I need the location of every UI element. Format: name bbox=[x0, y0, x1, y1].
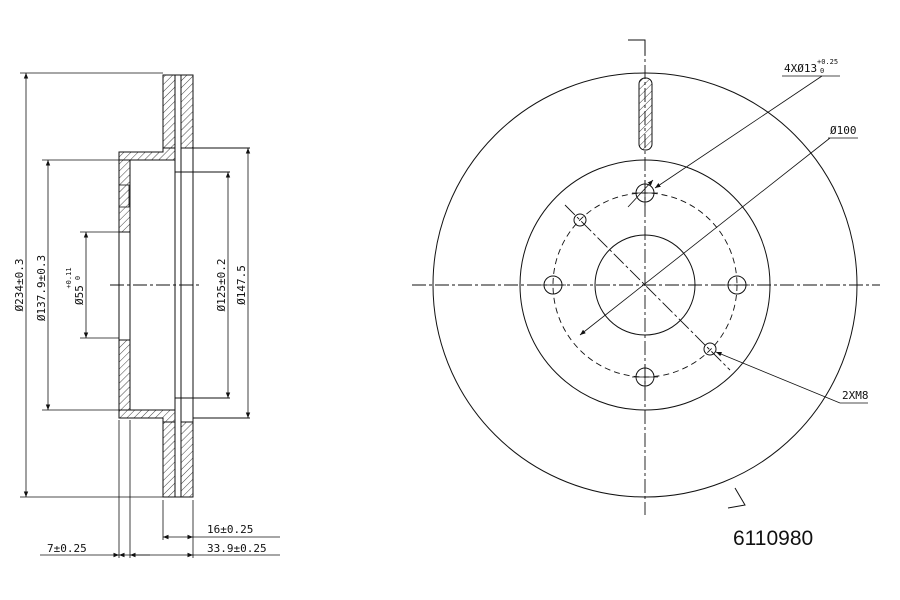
section-lower-ring-outer bbox=[180, 421, 194, 498]
section-hub-wall-upper bbox=[118, 159, 131, 233]
thread-hole-upper-left bbox=[573, 213, 587, 227]
dim-hat-diameter: Ø137.9±0.3 bbox=[35, 255, 48, 321]
section-upper-ring bbox=[162, 74, 176, 149]
cooling-slot bbox=[638, 77, 653, 151]
section-view: Ø234±0.3 Ø137.9±0.3 Ø55 +0.11 0 Ø125±0.2… bbox=[13, 72, 280, 558]
dim-pcd: Ø100 bbox=[830, 124, 857, 137]
thread-hole-lower-right bbox=[703, 342, 717, 356]
dim-center-bore-tol-low: 0 bbox=[74, 276, 82, 280]
dim-center-bore: Ø55 bbox=[73, 285, 86, 305]
dim-outer-diameter: Ø234±0.3 bbox=[13, 259, 26, 312]
section-upper-ring-outer bbox=[180, 74, 194, 149]
dim-bolt-holes: 4XØ13 bbox=[784, 62, 817, 75]
front-view: 4XØ13 +0.25 0 Ø100 2XM8 bbox=[412, 39, 880, 515]
section-hat-upper bbox=[118, 147, 176, 161]
dim-inner-ring: Ø125±0.2 bbox=[215, 259, 228, 312]
dim-bolt-holes-tol-low: 0 bbox=[820, 67, 824, 75]
part-number: 6110980 bbox=[733, 527, 813, 550]
dim-threads: 2XM8 bbox=[842, 389, 869, 402]
dim-hub-thickness: 7±0.25 bbox=[47, 542, 87, 555]
dim-thickness: 16±0.25 bbox=[207, 523, 253, 536]
dim-center-bore-tol: +0.11 bbox=[65, 267, 73, 288]
section-hat-lower bbox=[118, 409, 176, 423]
dim-bolt-holes-tol: +0.25 bbox=[817, 58, 838, 66]
dim-hat-outer: Ø147.5 bbox=[235, 265, 248, 305]
dim-total-height: 33.9±0.25 bbox=[207, 542, 267, 555]
section-hub-wall-lower bbox=[118, 339, 131, 411]
section-lower-ring bbox=[162, 421, 176, 498]
